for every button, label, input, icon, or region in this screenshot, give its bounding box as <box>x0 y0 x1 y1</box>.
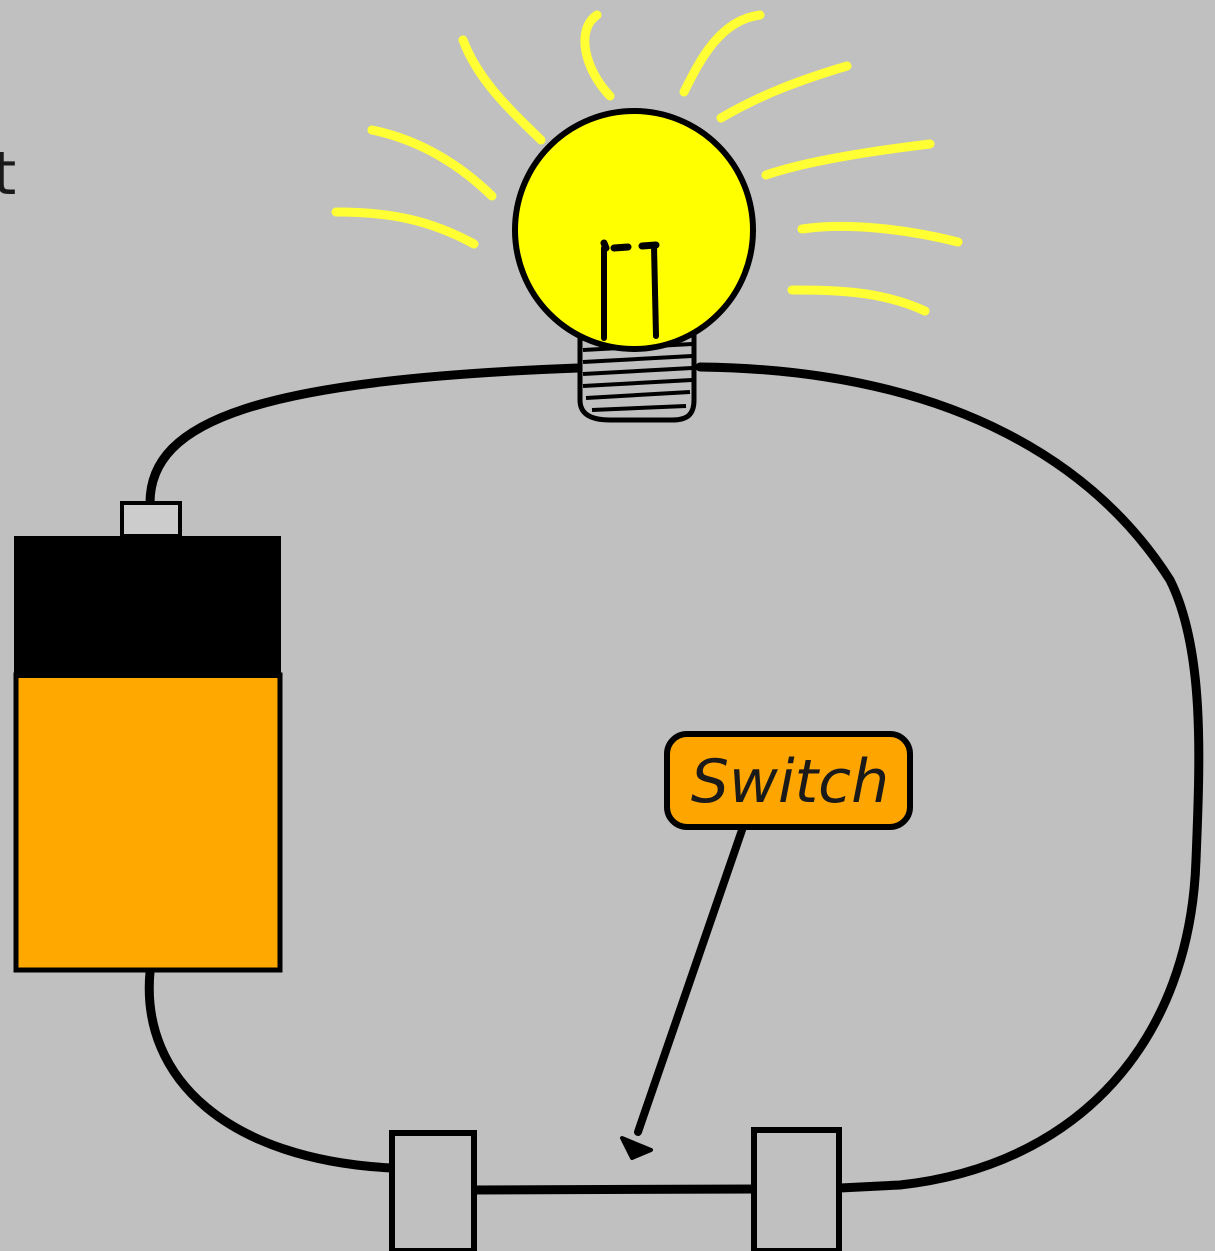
wire-right-side-to-switch <box>835 855 1201 1193</box>
switch-lever-wire <box>468 1184 765 1195</box>
wire-battery-to-bulb <box>145 363 583 508</box>
battery-terminal <box>120 501 182 538</box>
switch-terminal-left <box>389 1130 477 1251</box>
bulb-filament <box>600 239 660 341</box>
light-bulb-icon <box>512 108 756 423</box>
switch-label-box <box>664 731 913 830</box>
bulb-glass <box>512 108 756 352</box>
switch-terminal-right <box>751 1127 842 1251</box>
light-rays <box>331 10 963 316</box>
pointer-arrow-icon <box>620 826 746 1160</box>
battery-icon <box>13 501 283 973</box>
circuit-wire <box>144 362 1204 1195</box>
cropped-text-line-1: at <box>0 139 17 209</box>
switch-label-text: Switch <box>691 747 889 817</box>
battery-cap <box>14 536 281 678</box>
wire-battery-to-switch <box>144 967 397 1173</box>
wire-bulb-to-right-side <box>695 362 1204 865</box>
bulb-screw-threads <box>582 342 693 412</box>
switch-icon <box>389 1127 842 1251</box>
switch-label: Switch <box>664 731 913 830</box>
battery-body <box>13 672 283 973</box>
